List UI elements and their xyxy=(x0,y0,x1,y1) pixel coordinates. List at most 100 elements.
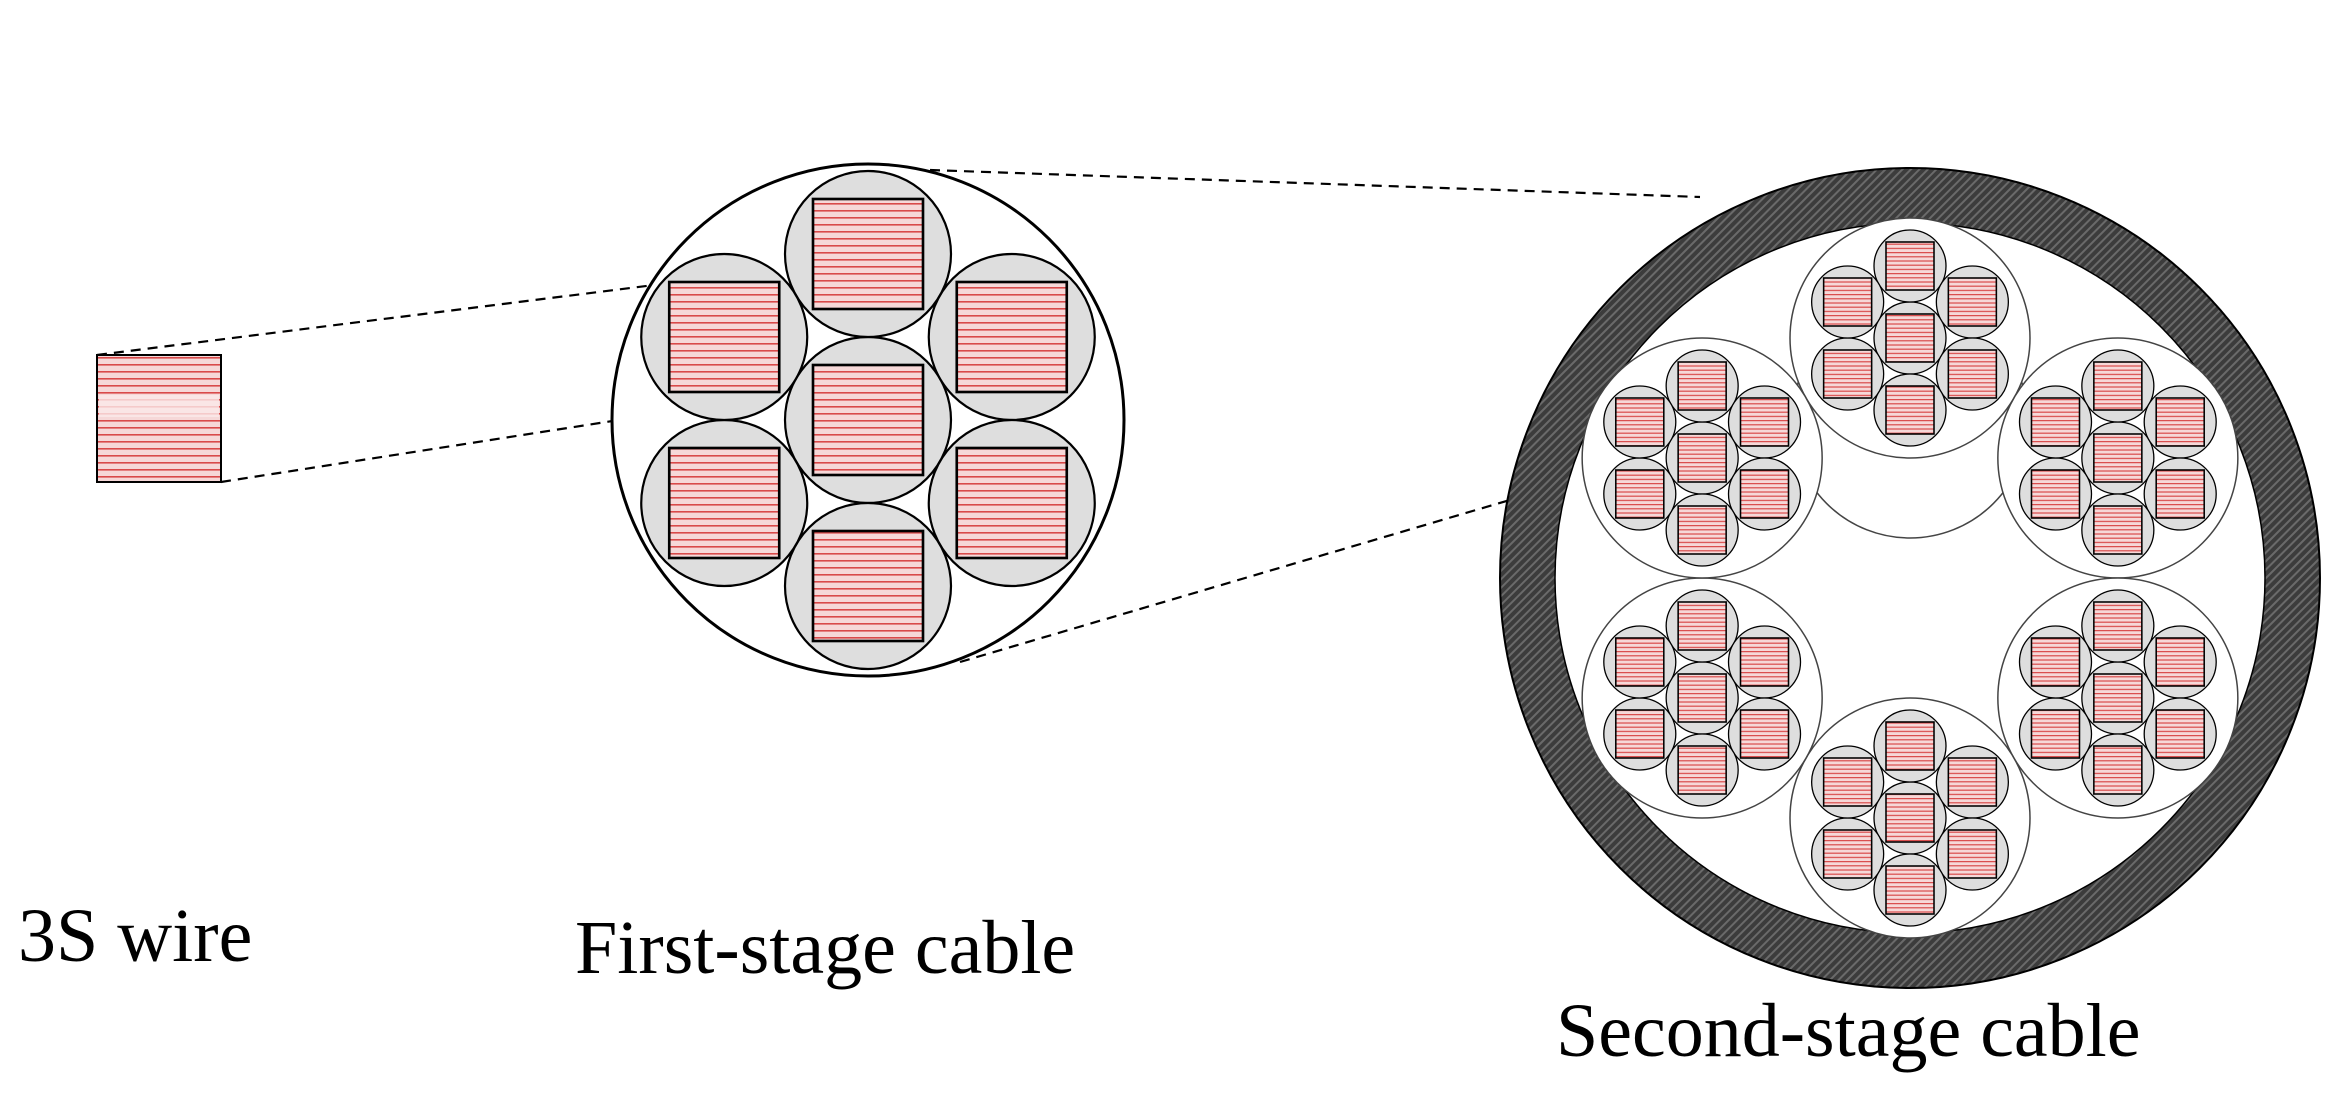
subcable xyxy=(1997,577,2239,819)
subcable-strand xyxy=(1873,709,1947,783)
subcable-wire xyxy=(1885,793,1935,843)
subcable-wire xyxy=(1677,433,1727,483)
subcable xyxy=(1789,217,2031,459)
subcable-strand xyxy=(2143,625,2217,699)
subcable-strand xyxy=(1727,697,1802,771)
subcable-strand xyxy=(1810,745,1885,819)
subcable-wire xyxy=(1947,349,1998,399)
subcable-strand xyxy=(1873,373,1947,447)
subcable-wire xyxy=(1885,721,1935,771)
subcable-strand xyxy=(1727,625,1802,699)
subcable-wire xyxy=(1947,757,1998,807)
3s-wire xyxy=(96,354,222,483)
subcable-wire xyxy=(1615,469,1665,519)
first-stage-strand xyxy=(640,418,809,588)
first-stage-strand xyxy=(927,252,1096,422)
subcable-wire xyxy=(1822,277,1873,327)
subcable-strand xyxy=(1603,385,1677,459)
subcable-strand xyxy=(1665,493,1739,567)
subcable-strand xyxy=(1935,337,2010,411)
subcable-strand xyxy=(1665,421,1739,495)
subcable-wire xyxy=(1615,709,1665,759)
subcable-wire xyxy=(1947,277,1998,327)
subcable-wire xyxy=(2030,397,2081,447)
subcable-wire xyxy=(2155,397,2205,447)
first-stage-cable xyxy=(610,162,1126,678)
subcable-wire xyxy=(1885,865,1935,915)
subcable-wire xyxy=(1677,745,1727,795)
subcable-wire xyxy=(1885,313,1935,363)
first-stage-strand xyxy=(783,501,953,671)
subcable-strand xyxy=(1810,337,1885,411)
subcable-strand xyxy=(1873,229,1947,303)
subcable-wire xyxy=(2030,469,2081,519)
subcable-strand xyxy=(1603,697,1677,771)
subcable-wire xyxy=(1677,361,1727,411)
first-stage-strand xyxy=(927,418,1096,588)
subcable-strand xyxy=(1665,589,1739,663)
first-stage-wire xyxy=(811,197,925,311)
subcable xyxy=(1581,577,1823,819)
subcable-strand xyxy=(2143,385,2217,459)
subcable-wire xyxy=(2093,601,2143,651)
subcable-strand xyxy=(1810,817,1885,891)
subcable-strand xyxy=(1873,853,1947,927)
subcable-strand xyxy=(1603,625,1677,699)
subcable-wire xyxy=(1739,637,1790,687)
subcable-wire xyxy=(1822,829,1873,879)
second-stage-cable xyxy=(1499,167,2321,989)
subcable-wire xyxy=(1615,637,1665,687)
subcable-wire xyxy=(1739,397,1790,447)
subcable-strand xyxy=(2018,385,2093,459)
subcable-wire xyxy=(1739,469,1790,519)
first-stage-wire xyxy=(955,280,1069,394)
subcable-strand xyxy=(1727,457,1802,531)
subcable-wire xyxy=(2155,637,2205,687)
subcable-wire xyxy=(1885,241,1935,291)
subcable-strand xyxy=(1665,733,1739,807)
subcable-wire xyxy=(2030,709,2081,759)
subcable-strand xyxy=(2081,349,2155,423)
subcable-wire xyxy=(1615,397,1665,447)
subcable-wire xyxy=(1677,601,1727,651)
first-stage-wire xyxy=(811,363,925,477)
subcable-strand xyxy=(1603,457,1677,531)
subcable-strand xyxy=(1935,745,2010,819)
subcable-wire xyxy=(2093,505,2143,555)
subcable-strand xyxy=(1935,265,2010,339)
subcable-wire xyxy=(1739,709,1790,759)
first-stage-wire xyxy=(667,280,781,394)
subcable-strand xyxy=(1665,661,1739,735)
first-stage-wire xyxy=(667,446,781,560)
zoom-lines-wire-to-first xyxy=(96,281,761,484)
subcable-wire xyxy=(2030,637,2081,687)
first-stage-strand xyxy=(783,169,953,339)
subcable-strand xyxy=(2018,697,2093,771)
subcable-wire xyxy=(1677,673,1727,723)
subcable-strand xyxy=(2081,589,2155,663)
subcable-strand xyxy=(2081,493,2155,567)
subcable xyxy=(1581,337,1823,579)
subcable-wire xyxy=(2155,469,2205,519)
subcable-wire xyxy=(1677,505,1727,555)
subcable-strand xyxy=(2081,733,2155,807)
subcable-wire xyxy=(1822,349,1873,399)
subcable xyxy=(1789,697,2031,939)
first-stage-wire xyxy=(811,529,925,643)
subcable-strand xyxy=(2018,457,2093,531)
first-stage-wire xyxy=(955,446,1069,560)
zoom-lines-first-to-second xyxy=(929,168,1701,664)
subcable-wire xyxy=(2093,433,2143,483)
subcable-wire xyxy=(2093,745,2143,795)
subcable-wire xyxy=(1947,829,1998,879)
subcable-strand xyxy=(2018,625,2093,699)
subcable xyxy=(1997,337,2239,579)
subcable-wire xyxy=(2155,709,2205,759)
first-stage-strand xyxy=(783,335,953,505)
subcable-strand xyxy=(1727,385,1802,459)
subcable-strand xyxy=(2143,457,2217,531)
first-stage-strand xyxy=(640,252,809,422)
subcable-wire xyxy=(1885,385,1935,435)
subcable-strand xyxy=(2081,661,2155,735)
subcable-strand xyxy=(2143,697,2217,771)
